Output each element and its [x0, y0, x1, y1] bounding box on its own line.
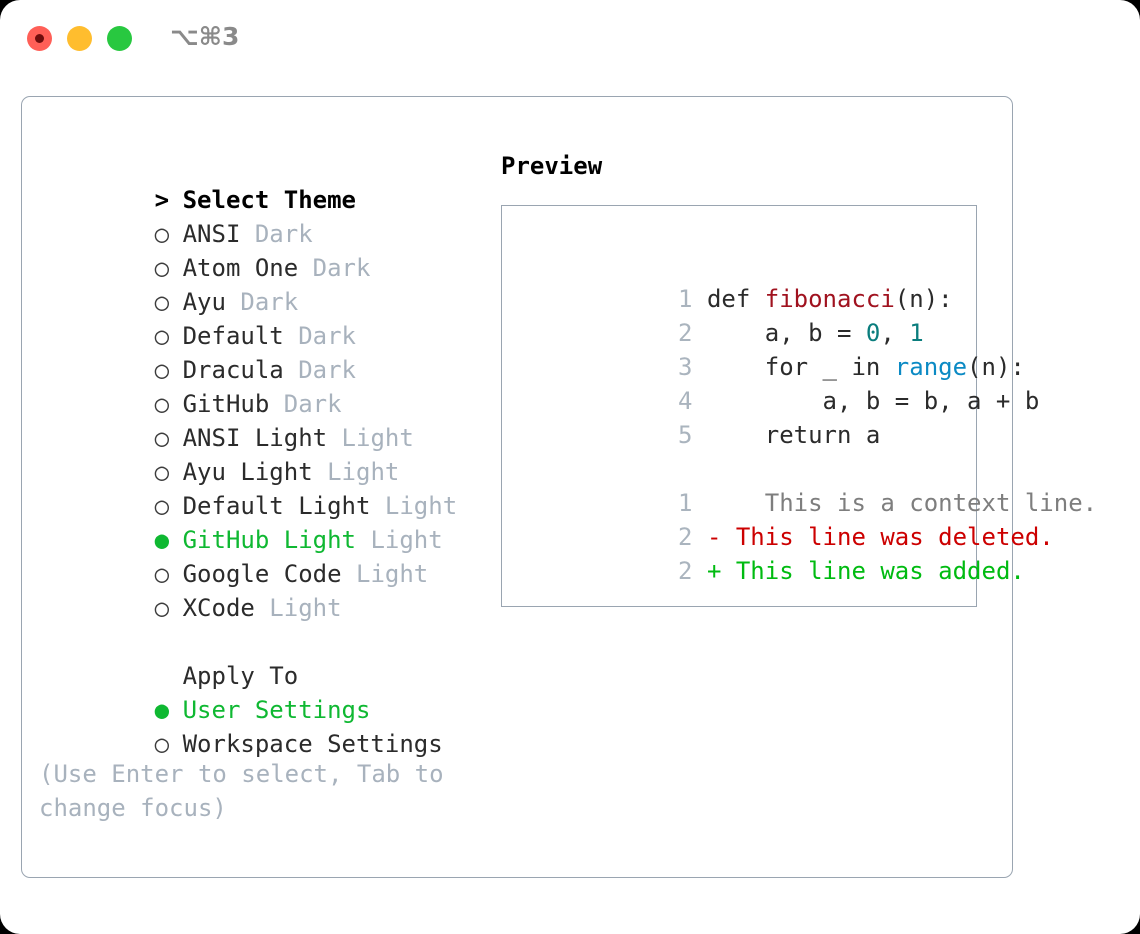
- apply-to-option-workspace-settings[interactable]: ○ Workspace Settings: [39, 693, 479, 758]
- line-number: 1: [678, 489, 693, 517]
- diff-line-deleted: 2 - This line was deleted.: [502, 486, 1054, 551]
- theme-option-ayu-light[interactable]: ○ Ayu Light Light: [39, 421, 479, 486]
- radio-unselected-icon[interactable]: ○: [154, 560, 170, 588]
- theme-option-github-dark[interactable]: ○ GitHub Dark: [39, 353, 479, 418]
- theme-option-default-dark[interactable]: ○ Default Dark: [39, 285, 479, 350]
- theme-option-ansi-light[interactable]: ○ ANSI Light Light: [39, 387, 479, 452]
- theme-option-label: Ayu Light: [182, 458, 313, 486]
- apply-to-option-user-settings[interactable]: ● User Settings: [39, 659, 479, 724]
- diff-line-added: 2 + This line was added.: [502, 520, 1025, 585]
- select-theme-header: > Select Theme: [39, 149, 479, 214]
- diff-text: This is a context line.: [735, 489, 1098, 517]
- theme-option-label: Atom One: [182, 254, 299, 282]
- preview-column: Preview 1 def fibonacci(n): 2 a, b = 0, …: [501, 149, 1097, 607]
- theme-option-default-light[interactable]: ○ Default Light Light: [39, 455, 479, 520]
- apply-to-option-label: User Settings: [182, 696, 371, 724]
- code-line: 3 for _ in range(n):: [502, 316, 1025, 381]
- diff-text: This line was added.: [735, 557, 1025, 585]
- theme-option-label: Ayu: [182, 288, 226, 316]
- maximize-window-button[interactable]: [107, 26, 132, 51]
- minimize-window-button[interactable]: [67, 26, 92, 51]
- theme-option-label: ANSI Light: [182, 424, 328, 452]
- line-number: 2: [678, 557, 693, 585]
- preview-title: Preview: [501, 152, 603, 180]
- radio-unselected-icon[interactable]: ○: [154, 390, 170, 418]
- theme-picker-column: >Select Theme ○ANSI Dark ○Atom One Dark …: [39, 149, 479, 825]
- radio-unselected-icon[interactable]: ○: [154, 356, 170, 384]
- theme-variant-label: Light: [327, 458, 400, 486]
- theme-variant-label: Light: [269, 594, 342, 622]
- line-number: 5: [678, 421, 693, 449]
- theme-option-label: Dracula: [182, 356, 284, 384]
- line-number: 4: [678, 387, 693, 415]
- theme-option-google-code-light[interactable]: ○ Google Code Light: [39, 523, 479, 588]
- line-number: 2: [678, 319, 693, 347]
- theme-option-label: XCode: [182, 594, 255, 622]
- theme-variant-label: Dark: [298, 356, 356, 384]
- diff-text: This line was deleted.: [735, 523, 1054, 551]
- title-bar: ⌥⌘3: [0, 0, 1140, 78]
- theme-option-label: Google Code: [182, 560, 342, 588]
- diff-sign: +: [706, 557, 722, 585]
- keyboard-shortcut-label: ⌥⌘3: [170, 22, 240, 51]
- theme-option-dracula-dark[interactable]: ○ Dracula Dark: [39, 319, 479, 384]
- radio-unselected-icon[interactable]: ○: [154, 730, 170, 758]
- theme-option-xcode-light[interactable]: ○ XCode Light: [39, 557, 479, 622]
- theme-option-label: Default: [182, 322, 284, 350]
- radio-unselected-icon[interactable]: ○: [154, 492, 170, 520]
- code-line: 1 def fibonacci(n):: [502, 248, 976, 313]
- apply-to-header: ○Apply To: [39, 625, 479, 690]
- theme-variant-label: Dark: [240, 288, 299, 316]
- theme-option-github-light[interactable]: ● GitHub Light Light: [39, 489, 479, 554]
- close-window-button[interactable]: [27, 26, 52, 51]
- theme-variant-label: Light: [341, 424, 414, 452]
- theme-option-label: GitHub: [182, 390, 270, 418]
- radio-unselected-icon[interactable]: ○: [154, 254, 170, 282]
- theme-option-atom-one-dark[interactable]: ○ Atom One Dark: [39, 217, 479, 282]
- keyboard-hint-text: (Use Enter to select, Tab to change focu…: [39, 760, 459, 822]
- prompt-caret-icon: >: [154, 186, 170, 214]
- theme-variant-label: Light: [370, 526, 443, 554]
- theme-option-label: ANSI: [182, 220, 241, 248]
- radio-selected-icon[interactable]: ●: [154, 526, 170, 554]
- radio-unselected-icon[interactable]: ○: [154, 220, 170, 248]
- theme-variant-label: Dark: [312, 254, 371, 282]
- diff-line-context: 1 This is a context line.: [502, 452, 1097, 517]
- radio-unselected-icon[interactable]: ○: [154, 594, 170, 622]
- radio-unselected-icon[interactable]: ○: [154, 288, 170, 316]
- theme-variant-label: Dark: [298, 322, 356, 350]
- diff-sign: -: [706, 523, 722, 551]
- spacer-marker: ○: [155, 659, 183, 693]
- theme-option-ayu-dark[interactable]: ○ Ayu Dark: [39, 251, 479, 316]
- content-panel: >Select Theme ○ANSI Dark ○Atom One Dark …: [21, 96, 1097, 878]
- theme-option-label: GitHub Light: [182, 526, 356, 554]
- line-number: 1: [678, 285, 693, 313]
- line-number: 3: [678, 353, 693, 381]
- radio-unselected-icon[interactable]: ○: [154, 322, 170, 350]
- radio-unselected-icon[interactable]: ○: [154, 424, 170, 452]
- select-theme-header-label: Select Theme: [182, 186, 356, 214]
- theme-variant-label: Dark: [254, 220, 313, 248]
- theme-variant-label: Light: [384, 492, 458, 520]
- apply-to-option-label: Workspace Settings: [182, 730, 443, 758]
- line-number: 2: [678, 523, 693, 551]
- theme-option-label: Default Light: [182, 492, 371, 520]
- theme-option-ansi-dark[interactable]: ○ ANSI Dark: [39, 183, 479, 248]
- code-line: 4 a, b = b, a + b: [502, 350, 1039, 415]
- apply-to-header-label: Apply To: [182, 662, 299, 690]
- code-line: 2 a, b = 0, 1: [502, 282, 976, 347]
- radio-unselected-icon[interactable]: ○: [154, 458, 170, 486]
- preview-box: 1 def fibonacci(n): 2 a, b = 0, 1 3 for …: [501, 205, 1097, 607]
- radio-selected-icon[interactable]: ●: [154, 696, 170, 724]
- code-line: 5 return a: [502, 384, 976, 449]
- theme-variant-label: Light: [356, 560, 429, 588]
- theme-variant-label: Dark: [283, 390, 342, 418]
